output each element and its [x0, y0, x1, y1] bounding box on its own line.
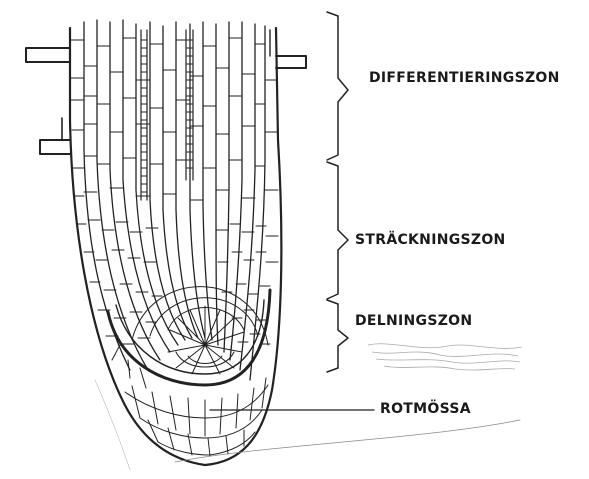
vessel-strands [141, 30, 193, 200]
smudge-area [368, 344, 522, 370]
cell-walls [70, 38, 278, 344]
bracket-division [327, 300, 348, 372]
root-hair [26, 48, 70, 62]
label-differentiation-zone: DIFFERENTIERINGSZON [369, 70, 560, 86]
bracket-elongation [327, 162, 348, 299]
paper-mark [95, 380, 130, 470]
vessel-rings [141, 40, 193, 192]
label-division-zone: DELNINGSZON [355, 313, 472, 329]
root-hair [40, 140, 70, 154]
root-hair [276, 56, 306, 68]
bracket-differentiation [327, 12, 348, 160]
label-elongation-zone: STRÄCKNINGSZON [355, 232, 506, 248]
label-root-cap: ROTMÖSSA [380, 401, 471, 417]
